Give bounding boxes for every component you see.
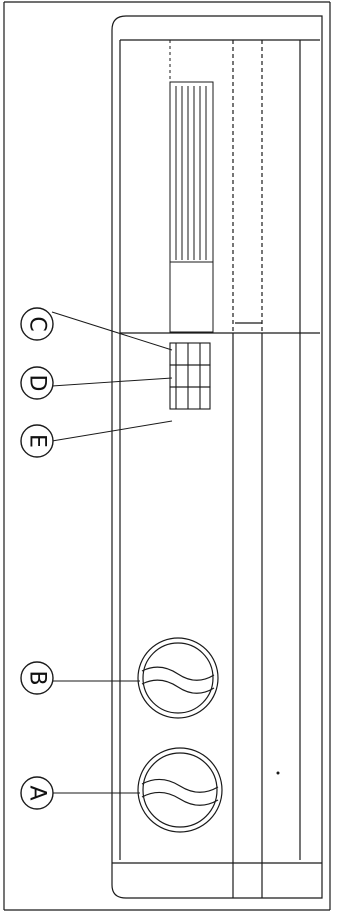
callout-e: [20, 424, 54, 458]
indicator-dot: [276, 771, 280, 775]
callout-label-c: C: [25, 316, 50, 331]
callout-a: [20, 776, 54, 810]
slider-switch-e[interactable]: [169, 386, 211, 410]
leader-lines: [51, 311, 173, 794]
callout-c: [20, 307, 54, 341]
display-window: [169, 40, 214, 333]
control-panel-body: [111, 15, 323, 899]
callout-d: [20, 366, 54, 400]
callout-label-b: B: [25, 670, 50, 685]
callout-label-a: A: [25, 785, 50, 800]
callout-label-d: D: [25, 375, 50, 392]
knob-a[interactable]: [137, 747, 223, 833]
callout-b: [20, 661, 54, 695]
panel-outline: [3, 1, 331, 911]
slider-switch-group: [169, 342, 211, 410]
callout-label-e: E: [25, 434, 50, 448]
knob-b[interactable]: [137, 637, 219, 719]
